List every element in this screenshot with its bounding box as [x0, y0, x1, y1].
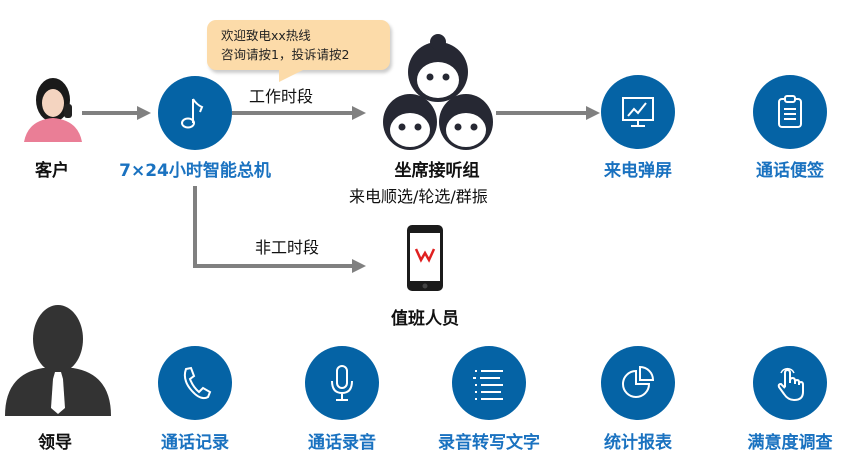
- feature-call-log: [158, 346, 232, 420]
- microphone-icon: [331, 365, 353, 401]
- feature-statistics: [601, 346, 675, 420]
- feature-label: 统计报表: [604, 433, 672, 453]
- feature-transcription: [452, 346, 526, 420]
- feature-label: 满意度调查: [747, 433, 833, 453]
- leader-silhouette-icon: [5, 304, 111, 416]
- leader-label: 领导: [38, 433, 72, 453]
- hand-tap-icon: [777, 367, 804, 402]
- duty-label: 值班人员: [391, 309, 459, 329]
- arrow-customer-switchboard: [82, 111, 138, 115]
- notes-node: [753, 75, 827, 149]
- notes-label: 通话便签: [756, 161, 824, 181]
- feature-recording: [305, 346, 379, 420]
- off-hours-label: 非工时段: [255, 238, 320, 257]
- agents-sub-label: 来电顺选/轮选/群振: [349, 187, 488, 206]
- agents-label: 坐席接听组: [394, 161, 480, 181]
- feature-label: 通话记录: [161, 433, 229, 453]
- arrow-head: [352, 106, 366, 120]
- line-off-hours: [193, 186, 197, 268]
- monitor-chart-icon: [622, 97, 654, 127]
- text-lines-icon: [473, 370, 503, 400]
- arrow-head: [352, 259, 366, 273]
- switchboard-node: [158, 76, 232, 150]
- popup-label: 来电弹屏: [604, 161, 672, 181]
- smartphone-icon: [406, 224, 444, 292]
- popup-node: [601, 75, 675, 149]
- feature-label: 通话录音: [308, 433, 376, 453]
- phone-icon: [183, 366, 212, 400]
- bubble-line1: 欢迎致电xx热线: [221, 28, 311, 43]
- pie-chart-icon: [622, 365, 655, 398]
- greeting-bubble: 欢迎致电xx热线 咨询请按1，投诉请按2: [207, 20, 390, 82]
- arrow-head: [586, 106, 600, 120]
- arrow-off-hours: [193, 264, 353, 268]
- bubble-line2: 咨询请按1，投诉请按2: [221, 47, 350, 62]
- music-note-icon: [181, 98, 204, 129]
- work-hours-label: 工作时段: [249, 87, 314, 106]
- feature-survey: [753, 346, 827, 420]
- arrow-agents-popup: [496, 111, 586, 115]
- switchboard-label: 7×24小时智能总机: [119, 161, 271, 181]
- arrow-work-hours: [232, 111, 354, 115]
- feature-label: 录音转写文字: [438, 433, 540, 453]
- customer-woman-phone-icon: [20, 70, 86, 142]
- customer-label: 客户: [35, 161, 69, 181]
- arrow-head: [137, 106, 151, 120]
- agents-headset-icon: [383, 34, 493, 152]
- clipboard-icon: [778, 95, 802, 128]
